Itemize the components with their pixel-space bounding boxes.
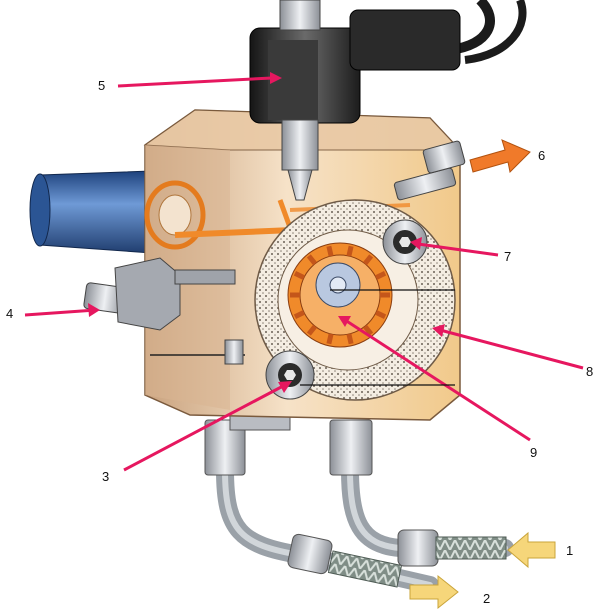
leader-8 bbox=[439, 328, 584, 370]
leader-lines bbox=[24, 76, 584, 472]
gear-tooth bbox=[293, 310, 306, 319]
gear-tooth bbox=[306, 324, 318, 336]
hose-supply bbox=[341, 461, 514, 567]
callout-9: 9 bbox=[530, 445, 537, 460]
gear-tooth bbox=[306, 254, 318, 266]
gear-tooth bbox=[326, 333, 334, 345]
gear-tooth bbox=[346, 245, 354, 257]
outlet-arrow bbox=[409, 574, 459, 610]
callout-numbers: 5 6 7 4 8 9 3 1 2 bbox=[6, 78, 593, 606]
callout-8: 8 bbox=[586, 364, 593, 379]
solenoid-valve bbox=[249, 0, 527, 201]
leader-5-arrow bbox=[270, 72, 282, 84]
gear-tooth bbox=[374, 310, 387, 319]
leader-9 bbox=[344, 318, 531, 442]
leader-3 bbox=[123, 383, 286, 472]
pointer-lines bbox=[300, 289, 455, 386]
callout-4: 4 bbox=[6, 306, 13, 321]
leader-7-arrow bbox=[410, 237, 422, 250]
hose-return bbox=[216, 461, 439, 594]
callout-1: 1 bbox=[566, 543, 573, 558]
nozzle-outlet bbox=[393, 139, 531, 201]
gear-tooth bbox=[346, 333, 354, 345]
gear-tooth bbox=[362, 254, 374, 266]
screw-7 bbox=[382, 219, 428, 265]
callout-2: 2 bbox=[483, 591, 490, 606]
gear-tooth bbox=[374, 271, 387, 280]
vacuum-port bbox=[150, 339, 245, 365]
callout-6: 6 bbox=[538, 148, 545, 163]
gear-tooth bbox=[362, 324, 374, 336]
callout-7: 7 bbox=[504, 249, 511, 264]
gear-tooth bbox=[293, 271, 306, 280]
leader-7 bbox=[417, 242, 499, 257]
leader-8-arrow bbox=[432, 324, 445, 337]
callout-3: 3 bbox=[102, 469, 109, 484]
gear-tooth bbox=[326, 245, 334, 257]
inlet-arrow bbox=[507, 531, 556, 569]
gear-set bbox=[287, 242, 393, 348]
gauge-port bbox=[83, 257, 236, 331]
leader-4-arrow bbox=[88, 303, 100, 317]
leader-3-arrow bbox=[278, 381, 292, 393]
leader-9-arrow bbox=[338, 316, 351, 327]
leader-5 bbox=[117, 76, 273, 88]
leader-4 bbox=[24, 308, 97, 317]
callout-5: 5 bbox=[98, 78, 105, 93]
